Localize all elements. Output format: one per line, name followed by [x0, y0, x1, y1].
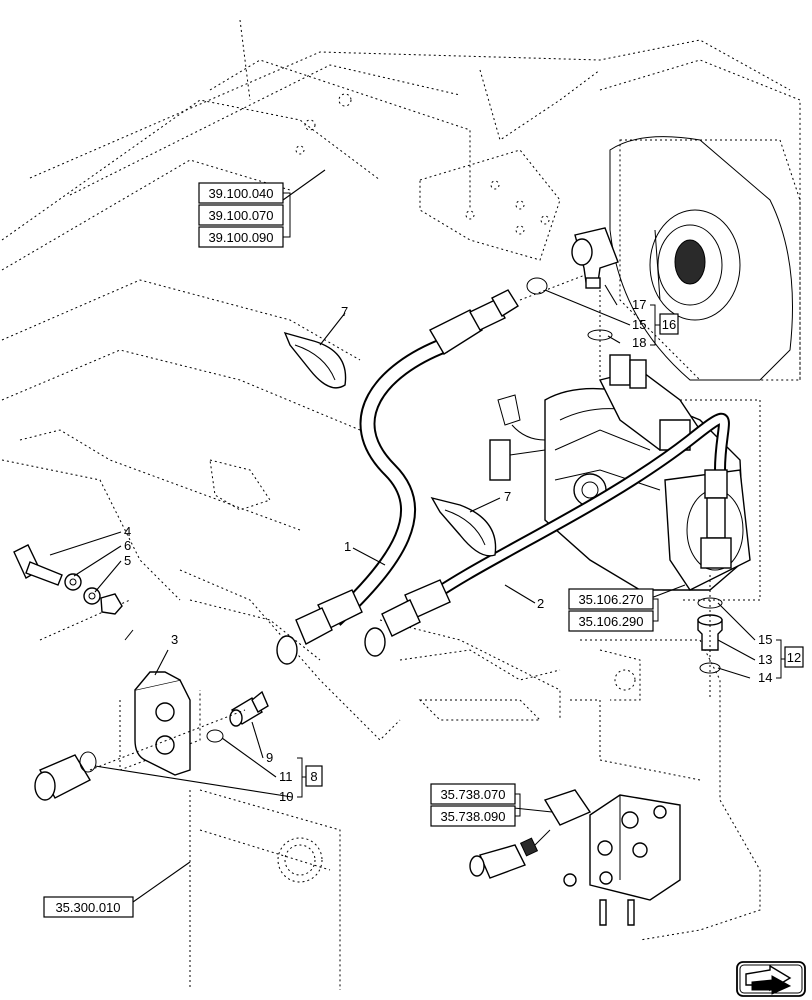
hose-1 — [276, 289, 519, 665]
ref-35-738-090-text: 35.738.090 — [440, 809, 505, 824]
callout-10: 10 — [279, 789, 293, 804]
callout-3: 3 — [171, 632, 178, 647]
frame-phantom-lines — [1, 19, 801, 990]
group-16-label: 16 — [662, 317, 676, 332]
ref-39-100-070-text: 39.100.070 — [208, 208, 273, 223]
callout-2: 2 — [537, 596, 544, 611]
elbow-fitting-17 — [571, 227, 619, 289]
callout-1: 1 — [344, 539, 351, 554]
ref-35-106-270-text: 35.106.270 — [578, 592, 643, 607]
callout-6: 6 — [124, 538, 131, 553]
callout-7-bottom: 7 — [504, 489, 511, 504]
bracket-3 — [134, 671, 191, 776]
hose-clip-7-top — [283, 331, 347, 389]
callout-4: 4 — [124, 524, 131, 539]
frame-holes — [277, 93, 636, 883]
hose-2 — [364, 412, 732, 657]
group-bracket-16: 16 — [650, 304, 679, 346]
callout-5: 5 — [124, 553, 131, 568]
callout-18: 18 — [632, 335, 646, 350]
callout-7-top: 7 — [341, 304, 348, 319]
bolt-assembly — [13, 544, 123, 615]
callout-13: 13 — [758, 652, 772, 667]
group-bracket-8: 8 — [297, 757, 323, 798]
callout-numbers: 17 15 18 7 7 1 2 4 6 5 3 15 13 14 9 11 1… — [124, 297, 772, 804]
ref-39-100-070[interactable]: 39.100.070 — [198, 204, 284, 226]
ref-35-106-290-text: 35.106.290 — [578, 614, 643, 629]
hub-assembly — [609, 136, 793, 381]
group-12-box[interactable] — [784, 646, 804, 668]
ref-35-738-070-text: 35.738.070 — [440, 787, 505, 802]
ref-35-300-010-text: 35.300.010 — [55, 900, 120, 915]
group-12-label: 12 — [787, 650, 801, 665]
callout-9: 9 — [266, 750, 273, 765]
ref-39-100-040[interactable]: 39.100.040 — [198, 182, 284, 204]
callout-11: 11 — [279, 769, 293, 784]
ref-39-100-040-text: 39.100.040 — [208, 186, 273, 201]
leader-lines — [49, 169, 756, 903]
callout-15-top: 15 — [632, 317, 646, 332]
o-ring-15-top — [526, 277, 548, 295]
group-16-box[interactable] — [659, 313, 679, 335]
ref-35-738-090[interactable]: 35.738.090 — [430, 805, 516, 827]
ref-35-106-290[interactable]: 35.106.290 — [568, 610, 654, 632]
valve-block — [469, 789, 681, 926]
group-bracket-12: 12 — [776, 639, 804, 679]
group-8-label: 8 — [310, 769, 317, 784]
hose-clip-7-bottom — [430, 496, 497, 557]
ref-39-100-090-text: 39.100.090 — [208, 230, 273, 245]
navigation-arrow-icon[interactable] — [736, 961, 806, 997]
ref-35-106-270[interactable]: 35.106.270 — [568, 588, 654, 610]
callout-17: 17 — [632, 297, 646, 312]
adapter-9 — [206, 690, 269, 743]
ref-35-300-010[interactable]: 35.300.010 — [43, 896, 134, 918]
callout-14: 14 — [758, 670, 772, 685]
ref-39-100-090[interactable]: 39.100.090 — [198, 226, 284, 248]
callout-15-right: 15 — [758, 632, 772, 647]
ref-35-738-070[interactable]: 35.738.070 — [430, 783, 516, 805]
group-8-box[interactable] — [305, 765, 323, 787]
quick-coupler-10 — [34, 751, 97, 801]
